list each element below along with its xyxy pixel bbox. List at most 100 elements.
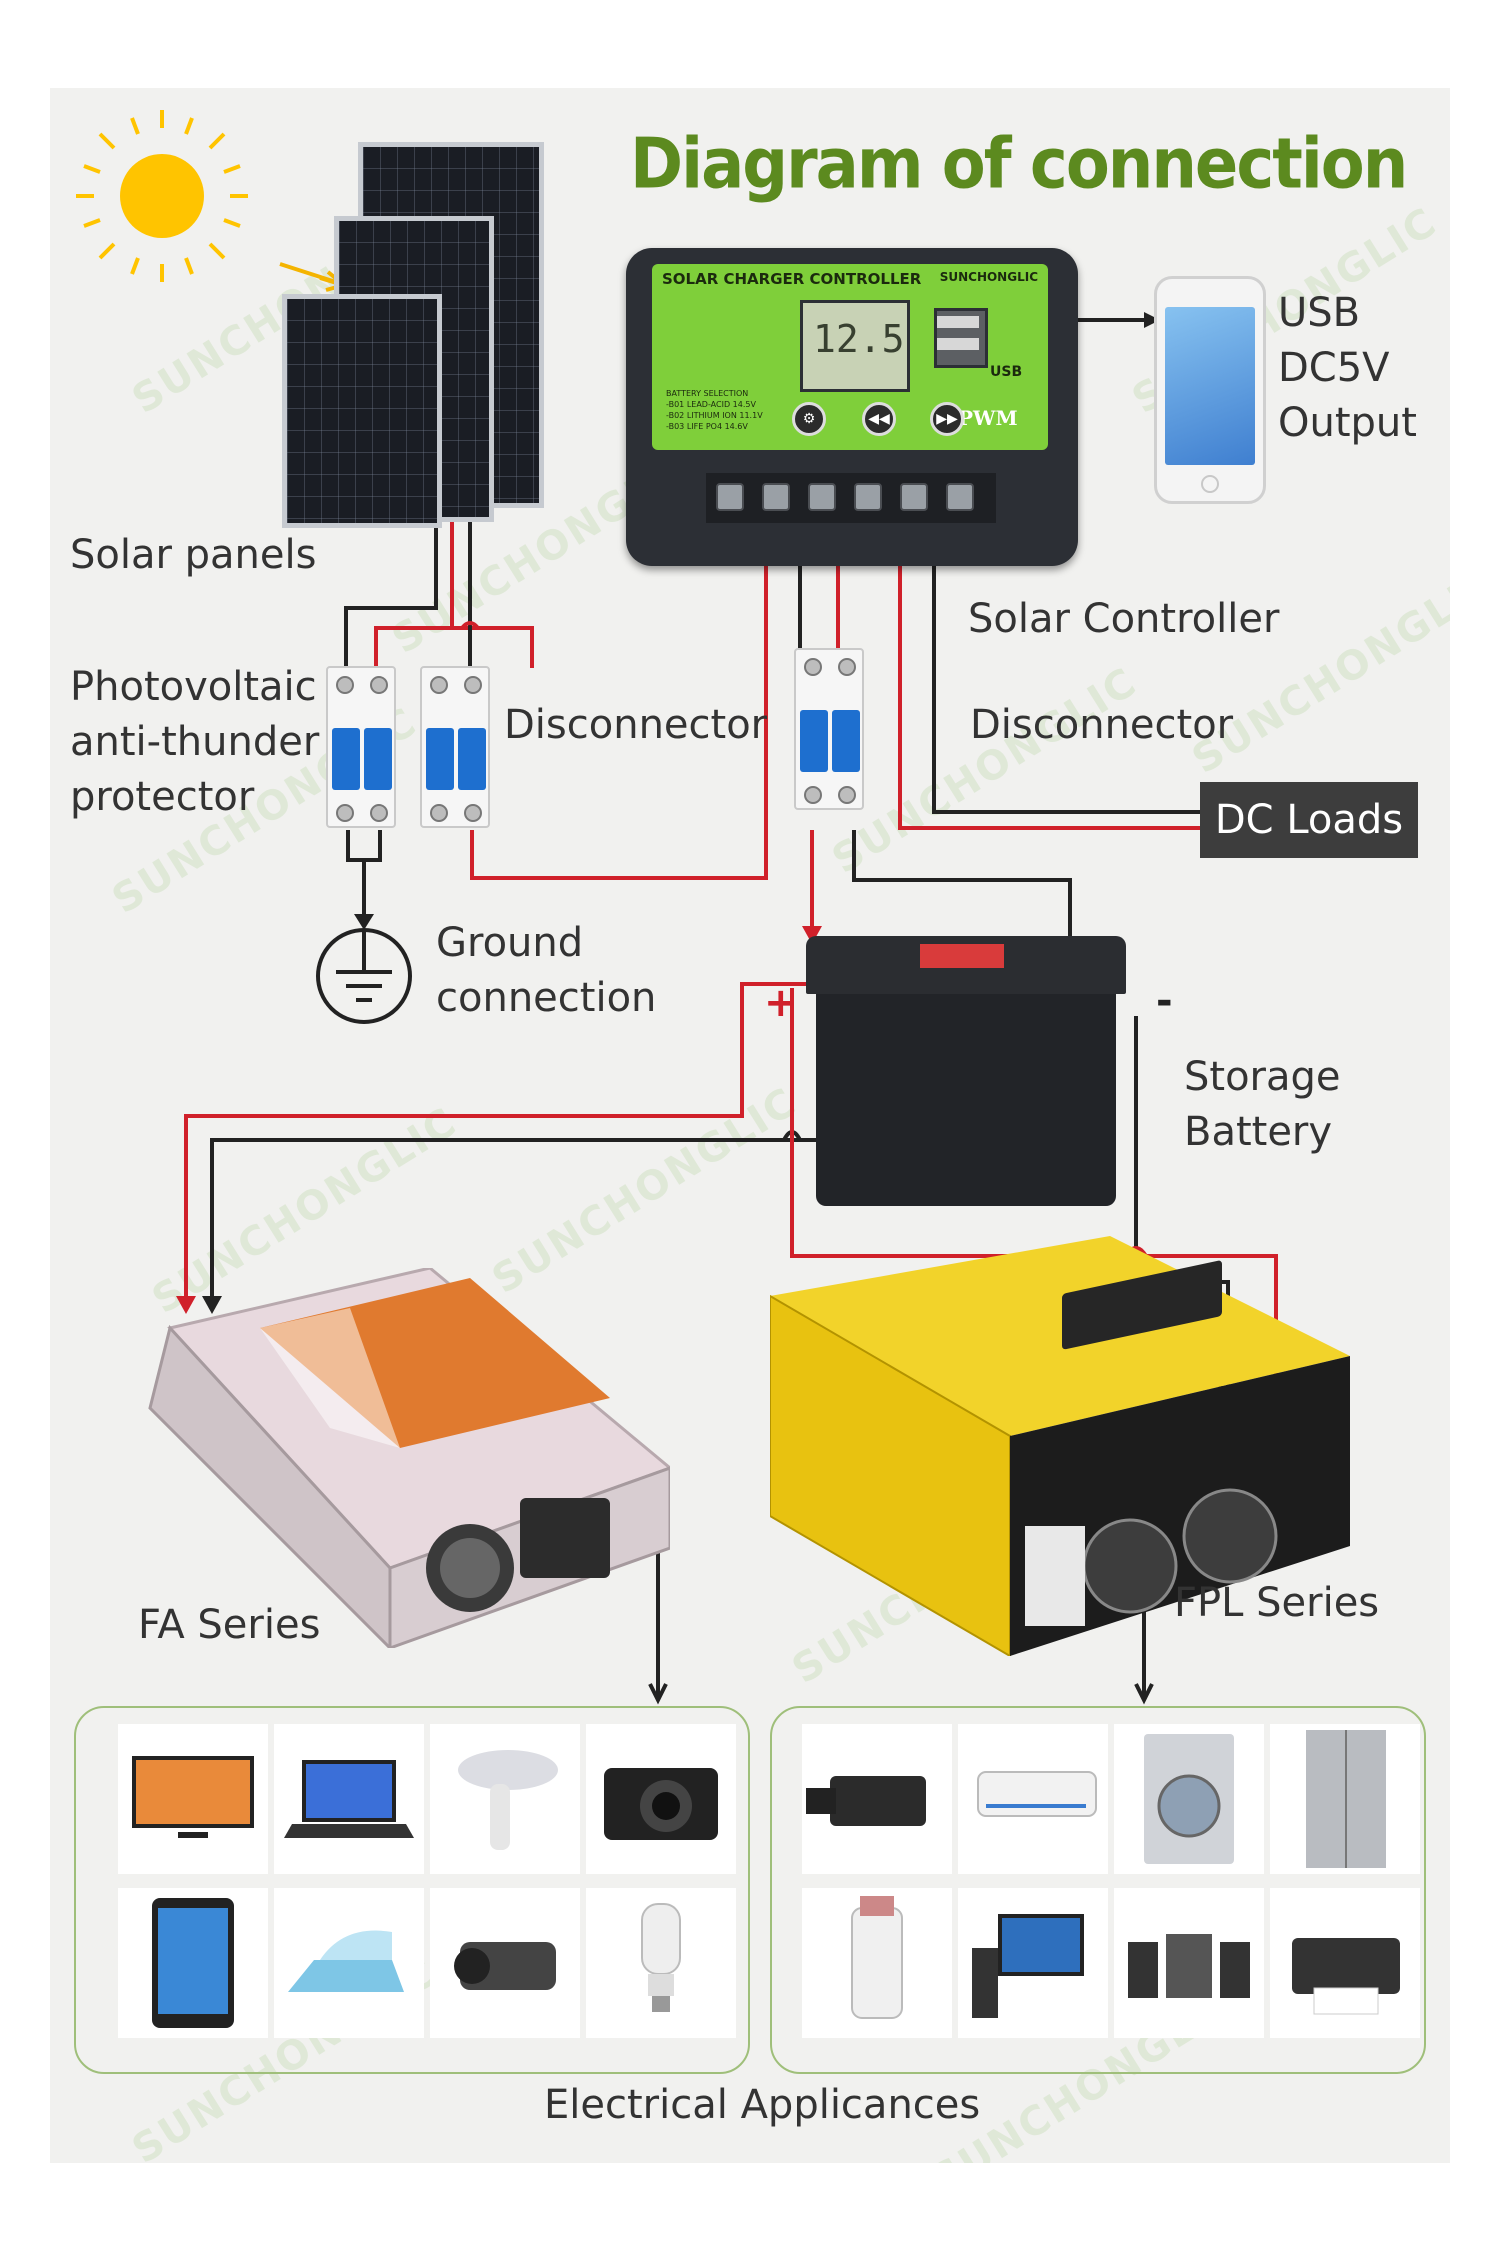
positive-wire — [184, 982, 840, 1300]
output-wire — [648, 1683, 668, 1705]
arrow-head — [1144, 312, 1160, 328]
arrow-head — [354, 914, 374, 930]
diagram-canvas: SUNCHONGLIC SUNCHONGLIC SUNCHONGLIC SUNC… — [50, 88, 1450, 2163]
label-disconnector-right: Disconnector — [970, 702, 1234, 748]
washing-machine-icon — [1114, 1724, 1264, 1874]
controller-face: SOLAR CHARGER CONTROLLER SUNCHONGLIC 12.… — [652, 264, 1048, 450]
lcd-value: 12.5 — [813, 317, 905, 361]
smartphone — [1154, 276, 1266, 504]
forward-icon: ▶▶ — [930, 402, 964, 436]
usb-label: USB — [990, 364, 1023, 380]
solar-panel — [282, 294, 442, 528]
computer-icon — [958, 1888, 1108, 2038]
screw-icon — [370, 676, 388, 694]
pv-anti-thunder-protector — [326, 666, 396, 828]
television-icon — [118, 1724, 268, 1874]
phone-screen — [1165, 307, 1255, 465]
screw-icon — [804, 658, 822, 676]
negative-wire — [346, 830, 382, 862]
breaker-lever — [332, 728, 360, 790]
refrigerator-icon — [1270, 1724, 1420, 1874]
pwm-label: PWM — [958, 406, 1018, 430]
label-storage-battery: Storage Battery — [1184, 1054, 1341, 1155]
label-electrical-appliances: Electrical Applicances — [544, 2082, 981, 2128]
breaker-lever — [426, 728, 454, 790]
terminal-screw — [900, 483, 928, 511]
usb-port-slot — [937, 338, 979, 350]
broadcast-camera-icon — [802, 1724, 952, 1874]
negative-wire — [344, 518, 438, 668]
arrow-head — [176, 1296, 196, 1314]
disconnector-right — [794, 648, 864, 810]
home-button-icon — [1201, 475, 1219, 493]
solar-charge-controller: SOLAR CHARGER CONTROLLER SUNCHONGLIC 12.… — [626, 248, 1078, 566]
controller-brand: SUNCHONGLIC — [939, 270, 1038, 284]
label-solar-controller: Solar Controller — [968, 596, 1280, 642]
terminal-screw — [946, 483, 974, 511]
negative-wire — [446, 830, 536, 878]
positive-wire — [452, 626, 534, 668]
printer-icon — [1270, 1888, 1420, 2038]
battery-negative-sign: - — [1156, 978, 1173, 1024]
page-title: Diagram of connection — [630, 125, 1408, 205]
label-pv-protector: Photovoltaic anti-thunder protector — [70, 664, 320, 820]
fpl-appliance-group — [770, 1706, 1426, 2074]
cfl-bulb-icon — [586, 1888, 736, 2038]
breaker-lever — [364, 728, 392, 790]
wire-hop — [460, 621, 480, 630]
juicer-icon — [802, 1888, 952, 2038]
screw-icon — [336, 676, 354, 694]
stereo-icon — [1114, 1888, 1264, 2038]
screw-icon — [464, 804, 482, 822]
screw-icon — [838, 658, 856, 676]
battery-positive-sign: + — [764, 980, 798, 1026]
hair-dryer-icon — [430, 1724, 580, 1874]
fa-series-inverter — [148, 1268, 670, 1648]
gear-icon: ⚙ — [792, 402, 826, 436]
dc-loads-label: DC Loads — [1200, 782, 1418, 858]
camcorder-icon — [430, 1888, 580, 2038]
arrow-head — [802, 926, 822, 944]
breaker-lever — [832, 710, 860, 772]
output-wire — [1134, 1683, 1154, 1705]
battery-selection-text: BATTERY SELECTION -B01 LEAD-ACID 14.5V -… — [666, 389, 763, 431]
rewind-icon: ◀◀ — [862, 402, 896, 436]
breaker-lever — [458, 728, 486, 790]
breaker-lever — [800, 710, 828, 772]
controller-header: SOLAR CHARGER CONTROLLER — [662, 270, 922, 288]
screw-icon — [430, 804, 448, 822]
battery-sticker — [920, 944, 1004, 968]
terminal-screw — [808, 483, 836, 511]
label-fpl-series: FPL Series — [1174, 1580, 1380, 1626]
screw-icon — [804, 786, 822, 804]
laptop-icon — [274, 1724, 424, 1874]
screw-icon — [370, 804, 388, 822]
label-disconnector-left: Disconnector — [504, 702, 768, 748]
camera-icon — [586, 1724, 736, 1874]
controller-lcd: 12.5 — [800, 300, 910, 392]
positive-wire — [898, 544, 1200, 830]
label-usb-output: USB DC5V Output — [1278, 290, 1417, 446]
usb-port-slot — [937, 316, 979, 328]
terminal-screw — [762, 483, 790, 511]
storage-battery — [806, 936, 1126, 1206]
terminal-screw — [716, 483, 744, 511]
disconnector-left — [420, 666, 490, 828]
screw-icon — [838, 786, 856, 804]
positive-wire — [470, 544, 768, 880]
sun-icon — [76, 110, 248, 282]
terminal-block — [706, 473, 996, 523]
fpl-series-inverter — [770, 1236, 1350, 1656]
fa-appliance-group — [74, 1706, 750, 2074]
air-conditioner-icon — [958, 1724, 1108, 1874]
label-ground-connection: Ground connection — [436, 920, 657, 1021]
tablet-icon — [118, 1888, 268, 2038]
label-fa-series: FA Series — [138, 1602, 321, 1648]
screw-icon — [336, 804, 354, 822]
negative-wire — [852, 830, 1072, 950]
ground-symbol-icon — [316, 928, 412, 1024]
label-solar-panels: Solar panels — [70, 532, 317, 578]
iron-icon — [274, 1888, 424, 2038]
negative-wire — [932, 544, 1200, 814]
positive-wire — [374, 518, 454, 668]
